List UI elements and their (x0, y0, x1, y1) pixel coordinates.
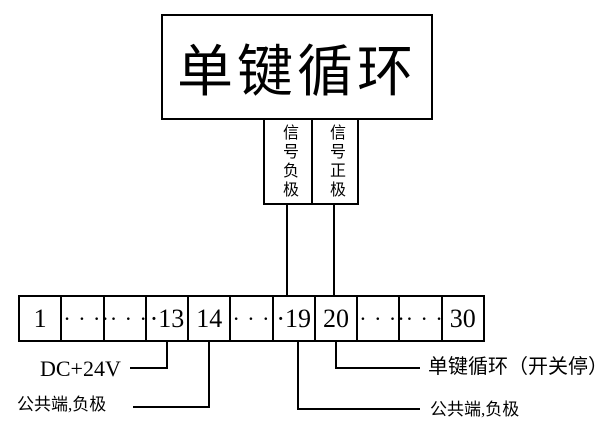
terminal-cell-30: 30 (449, 303, 476, 333)
terminal-cell-20: 20 (316, 297, 359, 340)
common-negative-left-label: 公共端,负极 (17, 395, 107, 414)
terminal-cell-dots-e: ·· · · (400, 297, 443, 340)
power-label: DC+24V (40, 356, 121, 381)
wire-signal-positive-to-20 (333, 205, 335, 295)
device-box: 单键循环 (161, 14, 433, 120)
wire-terminal20-vertical (335, 342, 337, 369)
wire-terminal19-vertical (297, 342, 299, 410)
wire-terminal13-vertical (166, 342, 168, 369)
terminal-cell-1: 1 (20, 297, 63, 340)
terminal-cell-14: 14 (189, 297, 232, 340)
wire-terminal14-horizontal (133, 406, 210, 408)
wire-terminal13-horizontal (130, 367, 168, 369)
signal-positive-box: 信号正极 (311, 118, 359, 205)
wire-signal-negative-to-19 (286, 205, 288, 295)
terminal-strip: 1 · · · ·· · · ·13 14 · · · ·19 20 · · ·… (18, 295, 485, 342)
wire-terminal19-horizontal (297, 408, 420, 410)
wire-terminal20-horizontal (335, 367, 420, 369)
terminal-cell-13: ·13 (147, 297, 190, 340)
terminal-cell-dots-a: · · · (62, 297, 105, 340)
terminal-cell-dots-c: · · · (231, 297, 274, 340)
common-negative-right-label: 公共端,负极 (430, 400, 520, 419)
device-title: 单键循环 (177, 41, 417, 104)
signal-positive-label: 信号正极 (327, 123, 344, 200)
terminal-cell-dots-b: ·· · · (105, 297, 147, 340)
terminal-cell-dots-d: · · · (358, 297, 401, 340)
signal-negative-box: 信号负极 (263, 118, 313, 205)
signal-negative-label: 信号负极 (280, 123, 297, 200)
terminal-cell-19: ·19 (274, 297, 316, 340)
wire-terminal14-vertical (208, 342, 210, 408)
single-key-label: 单键循环（开关停） (428, 356, 608, 378)
